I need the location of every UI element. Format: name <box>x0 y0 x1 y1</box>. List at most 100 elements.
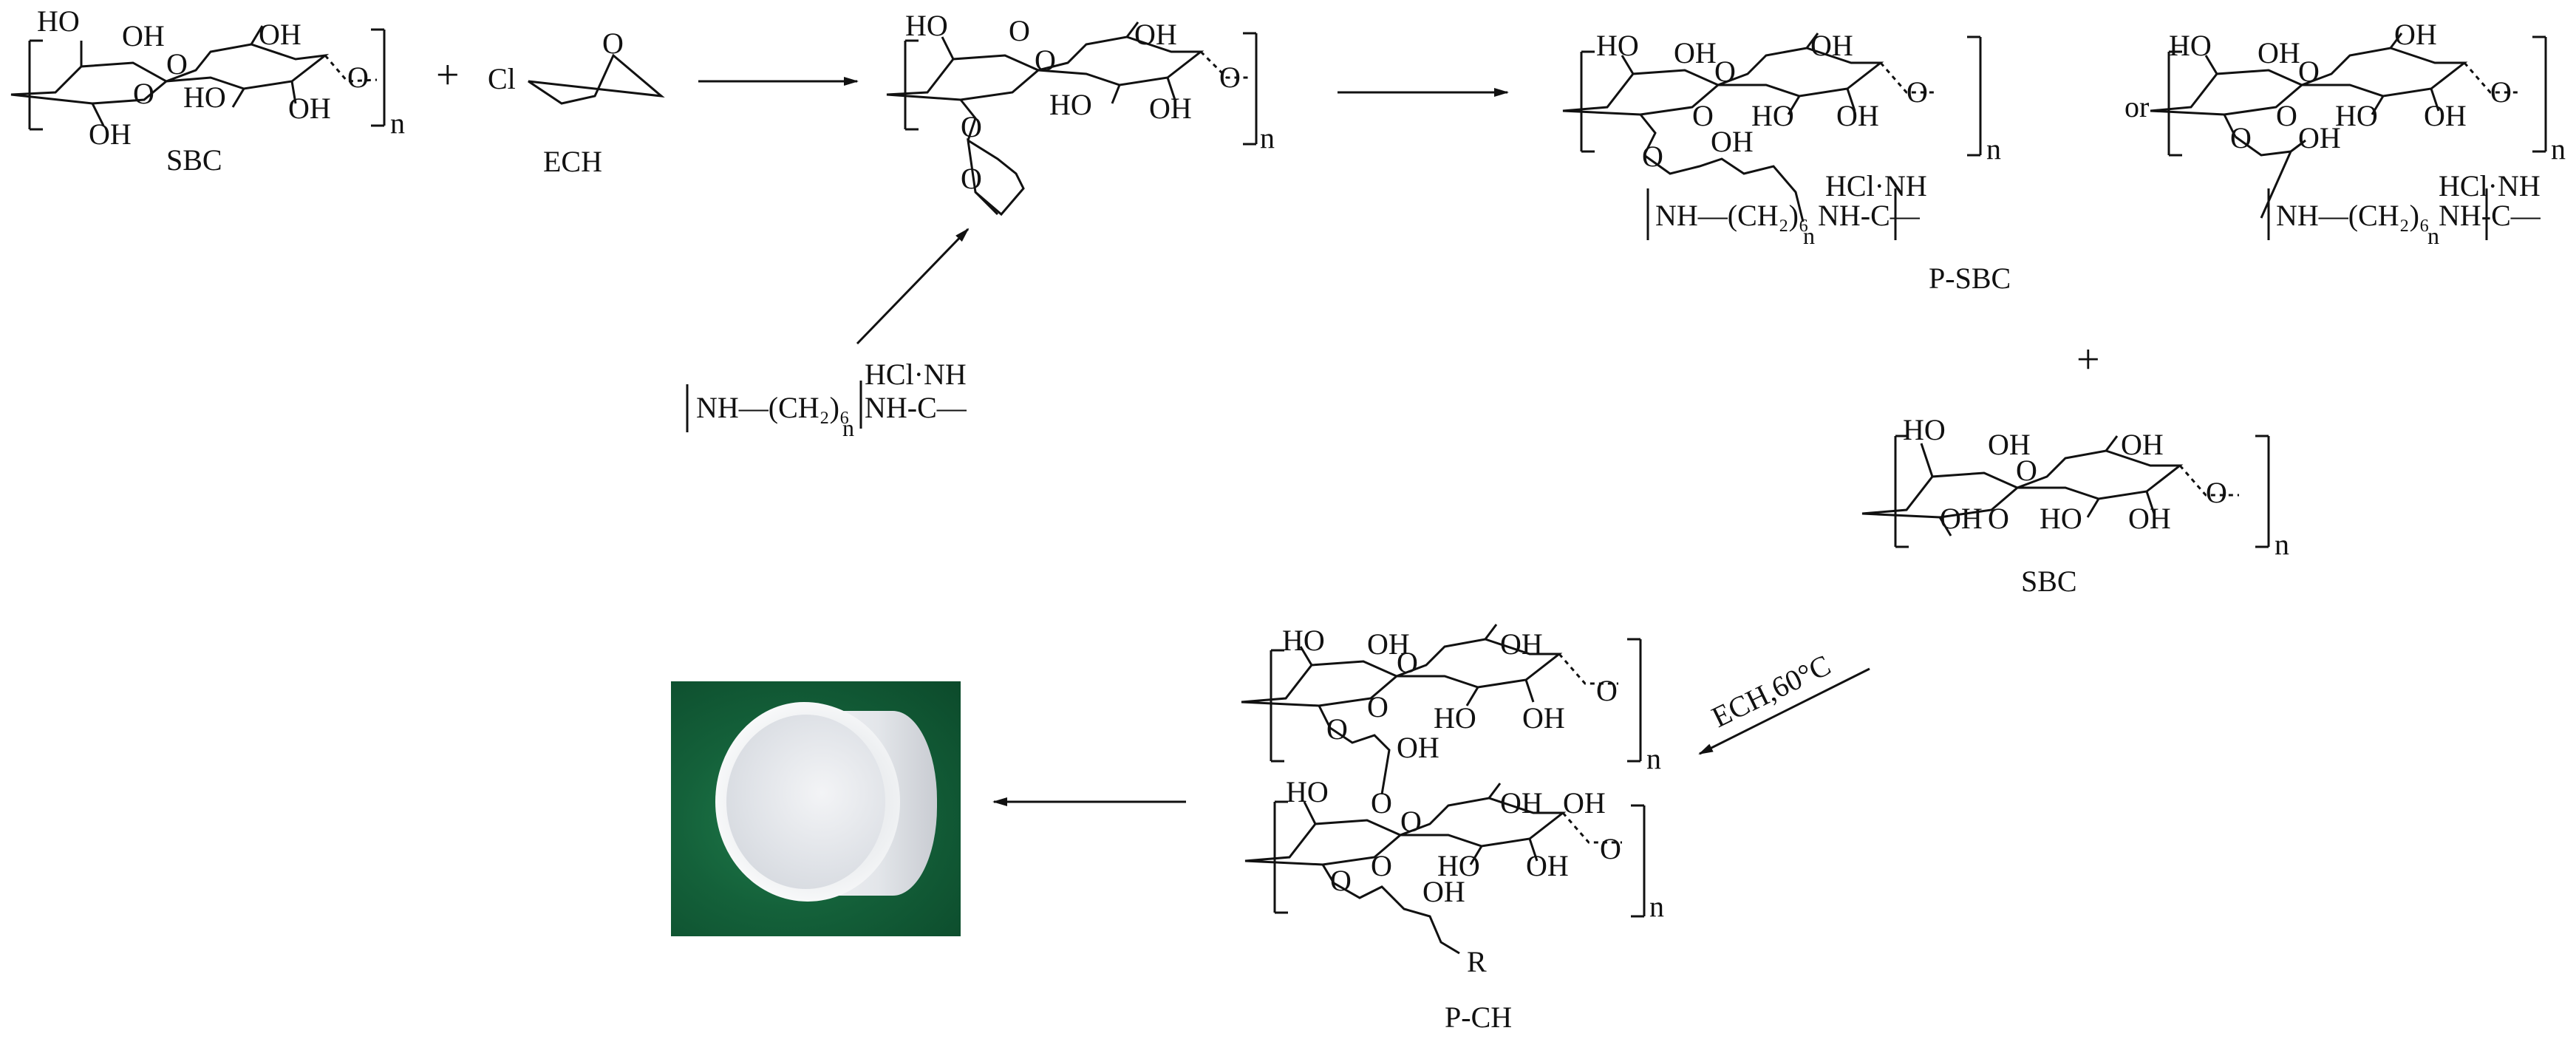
svg-text:OH: OH <box>288 92 331 125</box>
psbc-atoms-b: HO OH O OH O HO OH O O OH n NH—(CH₂)₆ n … <box>2169 18 2566 249</box>
or-label: or <box>2124 90 2149 123</box>
svg-text:O: O <box>1371 786 1392 820</box>
svg-text:OH: OH <box>1134 18 1177 51</box>
svg-text:O: O <box>2016 454 2037 487</box>
svg-text:HO: HO <box>1437 849 1480 882</box>
svg-text:O: O <box>2298 55 2320 88</box>
svg-text:n: n <box>842 415 854 441</box>
ech-label: ECH <box>543 145 602 178</box>
svg-text:OH: OH <box>1500 627 1543 661</box>
svg-text:O: O <box>133 77 154 110</box>
svg-text:R: R <box>1467 945 1487 978</box>
svg-text:O: O <box>961 162 982 195</box>
pch-atoms: HO OH O OH O HO OH O O OH n HO O OH O OH… <box>1282 624 1664 1034</box>
svg-text:HO: HO <box>37 4 80 38</box>
svg-text:n: n <box>390 106 405 140</box>
svg-text:HCl·NH: HCl·NH <box>1825 169 1927 202</box>
svg-text:HO: HO <box>1282 624 1325 657</box>
svg-text:HCl·NH: HCl·NH <box>2439 169 2541 202</box>
svg-text:OH: OH <box>89 117 132 151</box>
svg-text:OH: OH <box>259 18 301 51</box>
svg-text:O: O <box>2276 99 2297 132</box>
svg-text:O: O <box>1009 14 1030 47</box>
svg-text:HO: HO <box>2335 99 2378 132</box>
psbc-label: P-SBC <box>1929 262 2011 295</box>
svg-text:OH: OH <box>1149 92 1192 125</box>
svg-text:HO: HO <box>1286 775 1329 808</box>
pch-structure <box>1241 624 1646 955</box>
svg-text:O: O <box>2490 75 2512 109</box>
svg-text:n: n <box>1646 742 1661 775</box>
sbc-atoms-1: HO OH O OH O HO OH OH O n SBC <box>37 4 405 177</box>
svg-text:HO: HO <box>183 81 226 114</box>
svg-text:HO: HO <box>1596 29 1639 62</box>
svg-text:n: n <box>1803 222 1815 249</box>
svg-text:OH: OH <box>2121 428 2164 461</box>
psbc-structure-b <box>2150 33 2547 240</box>
epoxy-sbc-structure <box>886 21 1258 217</box>
svg-text:OH: OH <box>2298 121 2341 154</box>
svg-text:HO: HO <box>1751 99 1794 132</box>
svg-text:OH: OH <box>1526 849 1569 882</box>
svg-text:O: O <box>1642 140 1663 173</box>
psbc-structure-a <box>1562 33 1982 240</box>
svg-text:OH: OH <box>1397 731 1439 764</box>
svg-text:OH: OH <box>1836 99 1879 132</box>
sbc-label-2: SBC <box>2021 565 2077 598</box>
svg-text:HO: HO <box>905 9 948 42</box>
svg-text:NH—(CH₂)₆: NH—(CH₂)₆ <box>2276 199 2430 232</box>
svg-text:OH: OH <box>1674 36 1717 69</box>
svg-text:HO: HO <box>2169 29 2212 62</box>
svg-text:OH: OH <box>122 19 165 52</box>
svg-text:O: O <box>1397 646 1418 679</box>
svg-text:n: n <box>2427 222 2439 249</box>
svg-text:NH—(CH₂)₆: NH—(CH₂)₆ <box>696 391 850 424</box>
svg-text:HO: HO <box>1049 88 1092 121</box>
cl-atom: Cl <box>488 62 516 95</box>
cup-inner <box>726 715 885 889</box>
svg-text:OH: OH <box>1563 786 1606 820</box>
sbc-atoms-2: HO OH O OH O HO OH OH O n SBC <box>1903 413 2289 598</box>
svg-text:OH: OH <box>1810 29 1853 62</box>
sbc-structure-2 <box>1861 435 2270 548</box>
svg-text:HO: HO <box>1434 701 1476 735</box>
sbc-structure-1 <box>10 25 386 131</box>
svg-text:OH: OH <box>2394 18 2437 51</box>
svg-text:O: O <box>1907 75 1928 109</box>
svg-text:O: O <box>961 110 982 143</box>
pmg-reagent: NH—(CH₂)₆ n NH-C— HCl·NH <box>686 358 967 441</box>
reaction-arrow-3 <box>1698 667 1870 755</box>
svg-text:NH-C—: NH-C— <box>865 391 967 424</box>
svg-text:OH: OH <box>1711 125 1754 158</box>
ech-structure <box>528 53 665 105</box>
pch-label: P-CH <box>1445 1001 1512 1034</box>
epoxide-o: O <box>602 27 624 60</box>
svg-text:O: O <box>1714 55 1736 88</box>
sbc-label: SBC <box>166 143 222 177</box>
svg-text:NH—(CH₂)₆: NH—(CH₂)₆ <box>1655 199 1809 232</box>
svg-text:NH-C—: NH-C— <box>1818 199 1921 232</box>
svg-text:O: O <box>2206 476 2227 509</box>
psbc-atoms-a: HO OH O OH O HO OH O O OH n NH—(CH₂)₆ n … <box>1596 29 2001 249</box>
svg-text:O: O <box>1596 674 1618 707</box>
svg-text:O: O <box>1600 832 1621 865</box>
svg-text:O: O <box>1326 712 1348 746</box>
svg-text:n: n <box>2275 528 2289 561</box>
svg-text:n: n <box>2551 132 2566 166</box>
plus-sign-2: + <box>2076 337 2100 383</box>
svg-text:HO: HO <box>2040 502 2082 535</box>
svg-text:OH: OH <box>1940 502 1983 535</box>
svg-text:O: O <box>1330 864 1352 897</box>
svg-text:HO: HO <box>1903 413 1946 446</box>
epoxy-sbc-atoms: HO OH O O HO OH O O O n <box>905 9 1275 195</box>
svg-text:O: O <box>1692 99 1714 132</box>
plus-sign-1: + <box>436 52 460 98</box>
svg-text:O: O <box>347 61 369 94</box>
svg-text:HCl·NH: HCl·NH <box>865 358 967 391</box>
svg-text:OH: OH <box>1522 701 1565 735</box>
svg-text:n: n <box>1649 890 1664 923</box>
conditions-label: ECH,60°C <box>1706 648 1836 734</box>
svg-text:n: n <box>1986 132 2001 166</box>
svg-text:n: n <box>1260 121 1275 154</box>
